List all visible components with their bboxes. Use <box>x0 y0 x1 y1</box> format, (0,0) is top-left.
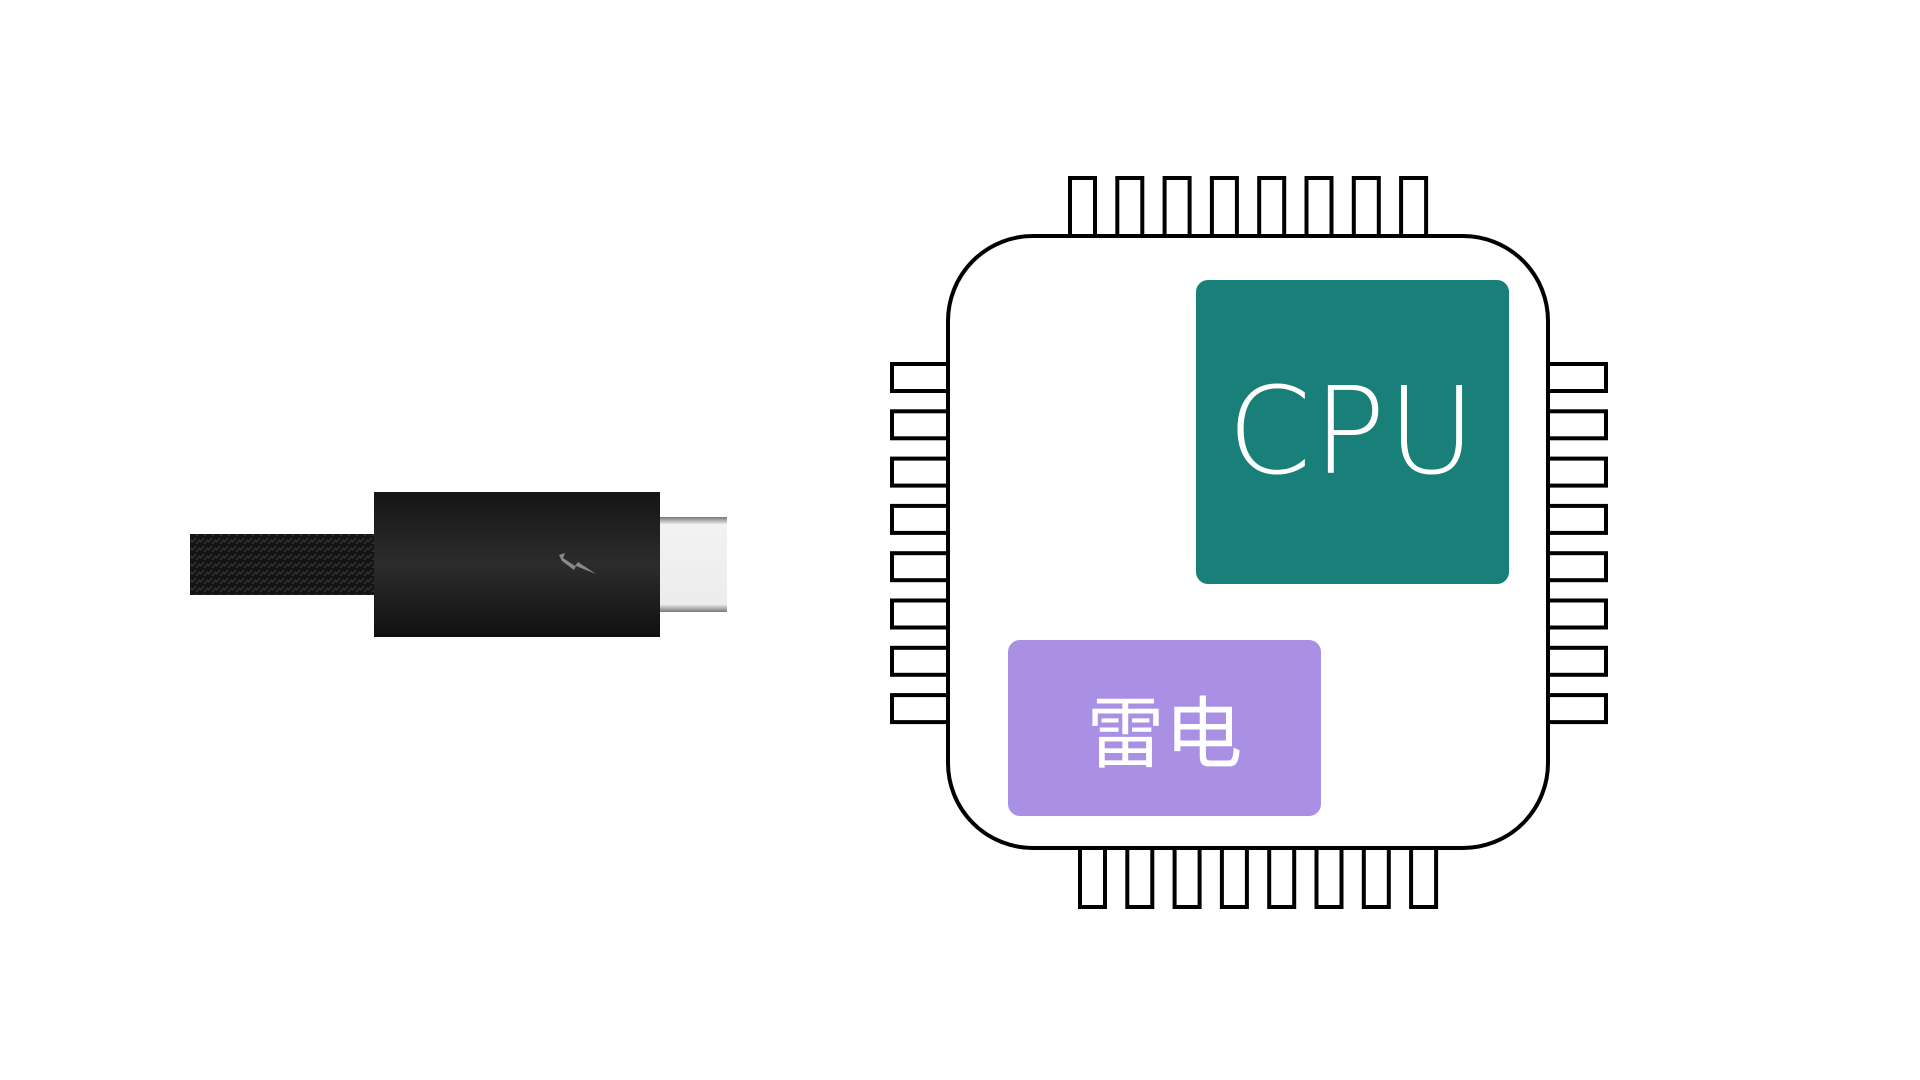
chip-pin-top <box>1351 176 1381 240</box>
cable-braid <box>190 534 380 595</box>
chip-pin-top <box>1162 176 1192 240</box>
chip-pin-top <box>1209 176 1239 240</box>
chip-pin-top <box>1068 176 1097 240</box>
chip-pin-bottom <box>1125 844 1155 909</box>
chip-pin-right <box>1544 456 1608 488</box>
lightning-bolt-icon <box>559 553 596 574</box>
chip-pin-right <box>1544 503 1608 535</box>
connector-housing <box>374 492 660 637</box>
chip-pin-bottom <box>1361 844 1391 909</box>
cpu-label: CPU <box>1227 362 1478 502</box>
chip-pin-left <box>890 456 952 488</box>
thunderbolt-cable <box>190 492 727 637</box>
chip-pins <box>890 176 1608 909</box>
chip-pin-right <box>1544 362 1608 393</box>
chip-pin-left <box>890 362 952 393</box>
chip-pin-bottom <box>1078 844 1107 909</box>
chip-pin-right <box>1544 551 1608 583</box>
chip-pin-left <box>890 551 952 583</box>
chip-pin-top <box>1257 176 1287 240</box>
chip-pin-left <box>890 409 952 441</box>
chip-pin-right <box>1544 409 1608 441</box>
thunderbolt-label: 雷电 <box>1086 690 1243 780</box>
chip-pin-right <box>1544 598 1608 630</box>
chip-pin-right <box>1544 693 1608 725</box>
chip-pin-top <box>1115 176 1145 240</box>
chip-pin-top <box>1304 176 1334 240</box>
chip-pin-bottom <box>1172 844 1202 909</box>
chip-pin-bottom <box>1314 844 1344 909</box>
chip-pin-left <box>890 645 952 677</box>
cpu-block <box>1196 280 1509 584</box>
chip-pin-bottom <box>1409 844 1439 909</box>
chip-pin-bottom <box>1267 844 1297 909</box>
chip-pin-right <box>1544 645 1608 677</box>
chip-pin-bottom <box>1219 844 1249 909</box>
usb-c-plug <box>660 517 727 612</box>
thunderbolt-block <box>1008 640 1321 816</box>
chip-pin-left <box>890 503 952 535</box>
chip-pin-top <box>1399 176 1429 240</box>
chip-pin-left <box>890 598 952 630</box>
chip-pin-left <box>890 693 952 725</box>
